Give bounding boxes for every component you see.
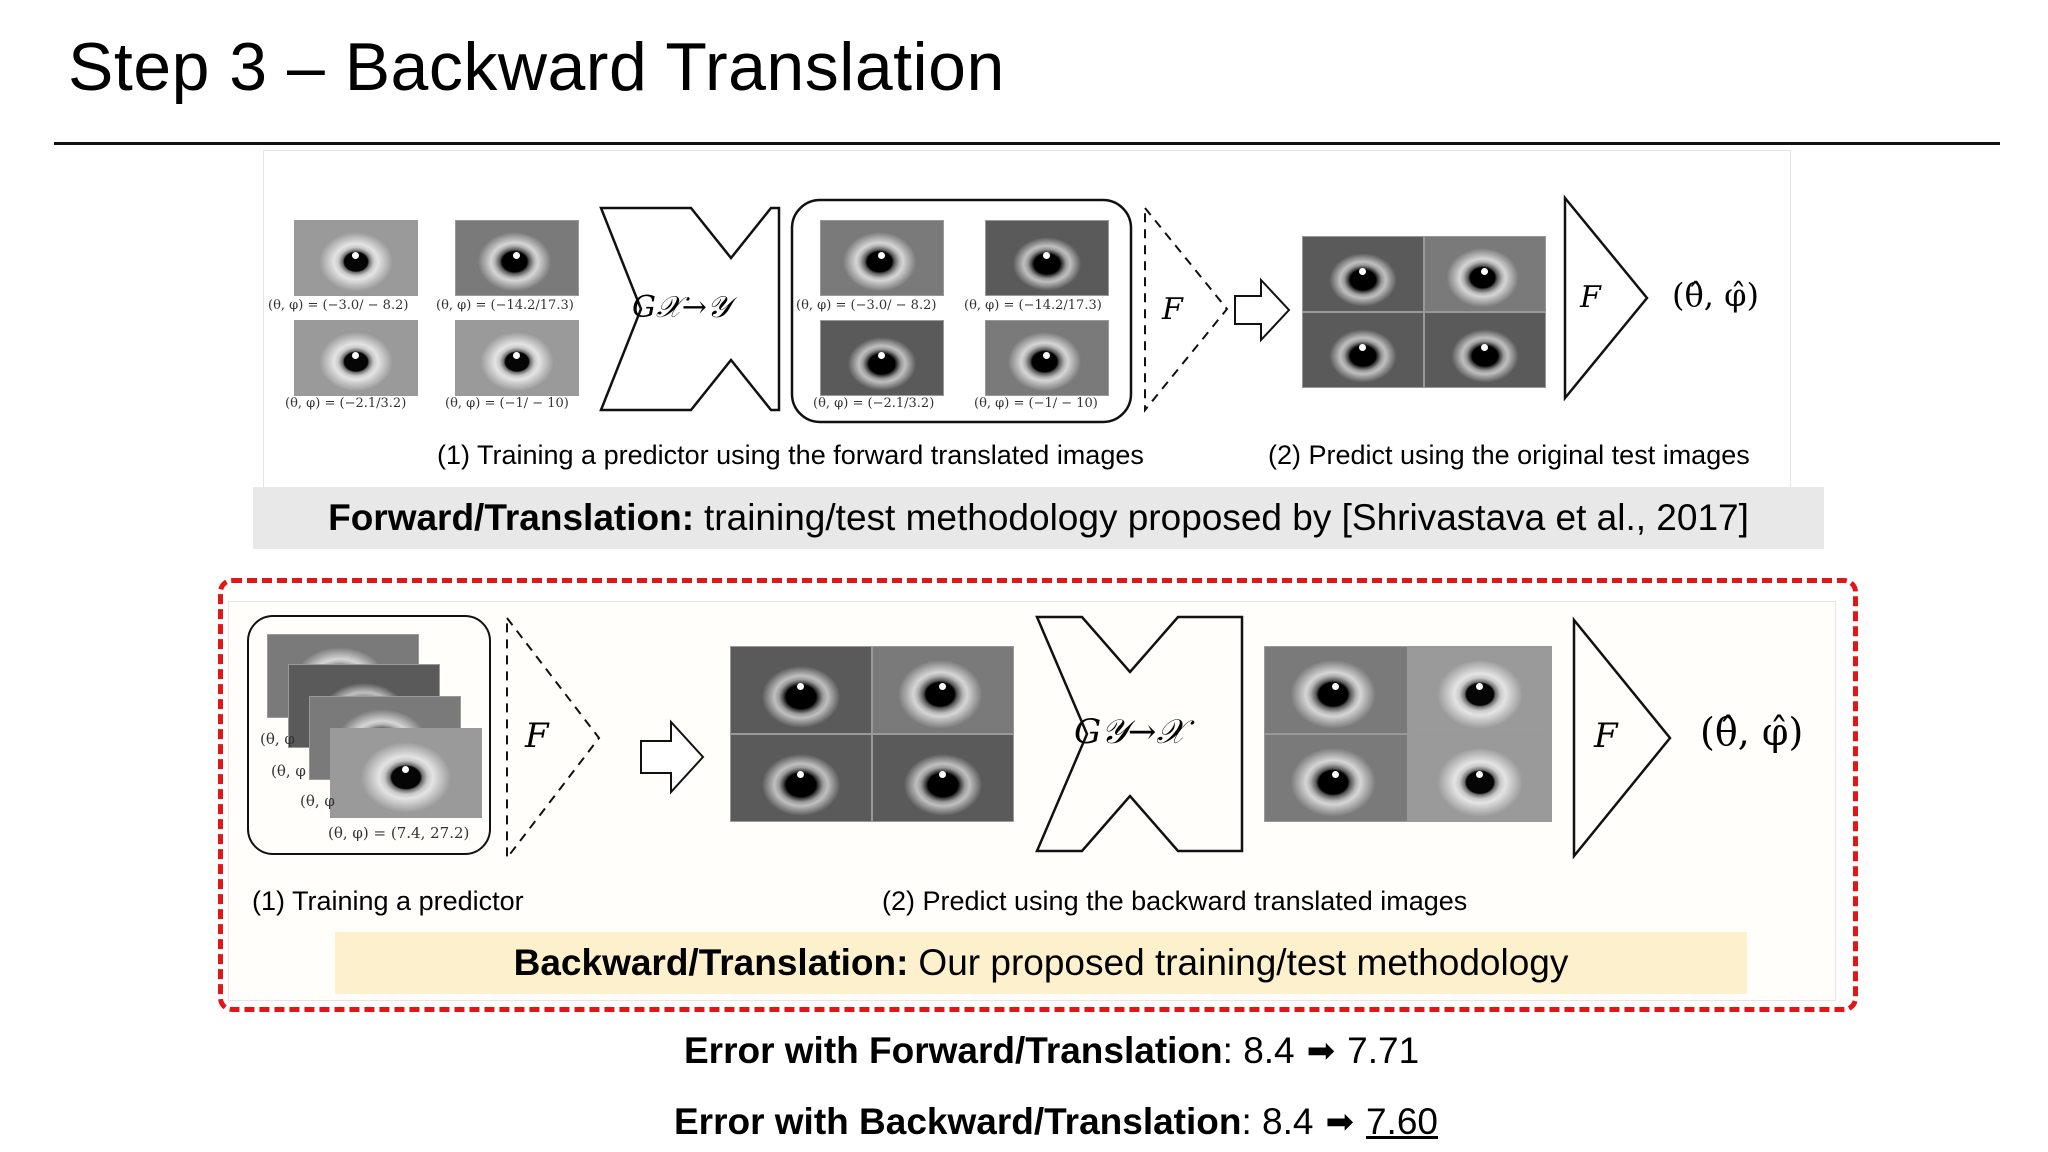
test-eye-image-2 [1424, 236, 1546, 312]
forward-banner-bold: Forward/Translation: [328, 497, 695, 538]
backward-banner-text: Our proposed training/test methodology [918, 942, 1569, 983]
backward-methodology-banner: Backward/Translation: Our proposed train… [335, 932, 1747, 994]
source-eye-image-4 [455, 320, 579, 396]
backward-caption-predict: (2) Predict using the backward translate… [882, 886, 1468, 916]
backward-input-eye-3 [730, 734, 872, 822]
backward-translated-eye-3 [1264, 734, 1408, 822]
backward-error-to: 7.60 [1365, 1101, 1438, 1142]
source-gaze-label-1: (θ, φ) = (−3.0/ − 8.2) [268, 298, 409, 313]
stack-gaze-label-3: (θ, φ [300, 792, 335, 810]
forward-caption-predict: (2) Predict using the original test imag… [1268, 440, 1750, 470]
backward-translated-eye-2 [1408, 646, 1552, 734]
translated-eye-image-3 [820, 320, 944, 396]
source-gaze-label-3: (θ, φ) = (−2.1/3.2) [285, 396, 407, 411]
source-gaze-label-4: (θ, φ) = (−1/ − 10) [445, 396, 569, 411]
translated-eye-image-4 [985, 320, 1109, 396]
translated-gaze-label-1: (θ, φ) = (−3.0/ − 8.2) [796, 298, 937, 313]
translated-gaze-label-3: (θ, φ) = (−2.1/3.2) [813, 396, 935, 411]
stack-gaze-label-2: (θ, φ [271, 762, 306, 780]
stack-eye-image-4 [330, 728, 482, 818]
translated-eye-image-2 [985, 220, 1109, 296]
backward-translated-eye-4 [1408, 734, 1552, 822]
forward-caption-training: (1) Training a predictor using the forwa… [437, 440, 1144, 470]
backward-error-result: Error with Backward/Translation : 8.4 ➡ … [674, 1101, 1438, 1142]
test-eye-image-1 [1302, 236, 1424, 312]
backward-input-eye-4 [872, 734, 1014, 822]
backward-caption-training: (1) Training a predictor [252, 886, 524, 916]
source-eye-image-1 [294, 220, 418, 296]
stack-gaze-label-front: (θ, φ) = (7.4, 27.2) [328, 824, 470, 842]
training-stack-box [247, 615, 491, 855]
backward-error-from: 8.4 [1262, 1101, 1314, 1142]
forward-methodology-banner: Forward/Translation: training/test metho… [253, 487, 1824, 549]
forward-predictor-label: F [1580, 280, 1601, 315]
forward-predictor-label-dashed: F [1162, 292, 1183, 327]
heavy-right-arrow-icon: ➡ [1306, 1032, 1336, 1070]
slide-title: Step 3 – Backward Translation [68, 29, 1005, 105]
backward-error-label: Error with Backward/Translation [674, 1101, 1242, 1142]
translated-gaze-label-4: (θ, φ) = (−1/ − 10) [974, 396, 1098, 411]
source-eye-image-2 [455, 220, 579, 296]
test-eye-image-3 [1302, 312, 1424, 388]
backward-predictor-label: F [1594, 716, 1618, 756]
backward-output-label: (θ̂, φ̂) [1700, 710, 1804, 754]
translated-eye-image-1 [820, 220, 944, 296]
forward-error-result: Error with Forward/Translation : 8.4 ➡ 7… [684, 1030, 1420, 1071]
stack-gaze-label-1: (θ, φ [260, 730, 295, 748]
backward-predictor-label-dashed: F [525, 716, 549, 756]
backward-translated-eye-1 [1264, 646, 1408, 734]
translated-gaze-label-2: (θ, φ) = (−14.2/17.3) [964, 298, 1102, 313]
heavy-right-arrow-icon: ➡ [1325, 1103, 1354, 1141]
backward-banner-bold: Backward/Translation: [513, 942, 909, 983]
forward-generator-label: G𝒳→𝒴 [632, 290, 731, 325]
forward-error-to: 7.71 [1347, 1030, 1420, 1071]
forward-banner-text: training/test methodology proposed by [S… [704, 497, 1749, 538]
forward-error-label: Error with Forward/Translation [684, 1030, 1223, 1071]
title-divider [54, 142, 2000, 145]
backward-input-eye-2 [872, 646, 1014, 734]
backward-generator-label: G𝒴→𝒳 [1074, 712, 1186, 752]
highlight-dashed-frame [218, 578, 1858, 1012]
test-eye-image-4 [1424, 312, 1546, 388]
forward-output-label: (θ̂, φ̂) [1672, 276, 1759, 314]
forward-error-from: 8.4 [1243, 1030, 1295, 1071]
backward-input-eye-1 [730, 646, 872, 734]
source-gaze-label-2: (θ, φ) = (−14.2/17.3) [436, 298, 574, 313]
source-eye-image-3 [294, 320, 418, 396]
